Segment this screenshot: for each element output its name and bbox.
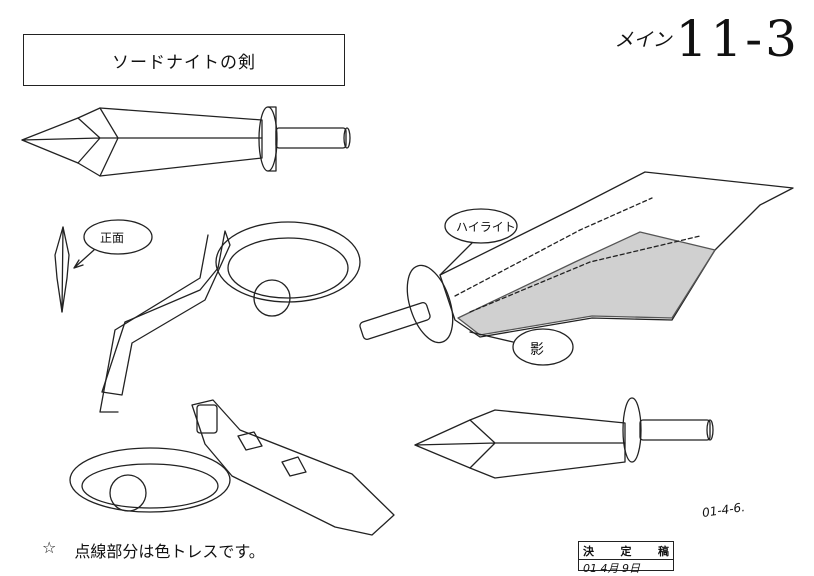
lying-guard-slot xyxy=(196,404,218,434)
sword-lying-view xyxy=(69,399,395,536)
lying-ring-inner xyxy=(81,463,219,509)
front-label-leader xyxy=(73,249,95,269)
stamp-char-2: 定 xyxy=(620,545,632,558)
top-blade-inner xyxy=(99,234,209,413)
blade-34-shadow xyxy=(457,231,716,336)
guard-34 xyxy=(406,264,454,344)
ring-guard xyxy=(215,221,361,303)
front-ridge xyxy=(61,226,64,313)
ring-guard-inner xyxy=(227,237,349,299)
highlight-label: ハイライト xyxy=(456,220,516,234)
ring-pommel xyxy=(253,279,291,317)
grip-top xyxy=(275,127,347,149)
guard-bottom xyxy=(622,397,642,463)
sheet-prefix: メイン xyxy=(614,29,672,51)
blade-34-dashes xyxy=(454,197,701,313)
grip-bottom xyxy=(639,419,711,441)
lying-pommel xyxy=(109,474,147,512)
grip-34 xyxy=(359,302,431,340)
stamp-title: 決 定 稿 xyxy=(579,542,673,560)
shadow-label-leader xyxy=(469,331,514,343)
sheet-title: ソードナイトの剣 xyxy=(112,52,256,73)
sword-top-view-ring xyxy=(99,221,361,413)
blade-top xyxy=(21,107,263,177)
approval-stamp: 決 定 稿 01 4月 9日 xyxy=(578,541,674,575)
sheet-number: 11-3 xyxy=(675,10,800,68)
highlight-label-leader xyxy=(439,242,473,276)
star-mark: ☆ xyxy=(42,538,57,557)
stamp-char-3: 稿 xyxy=(658,545,669,558)
sheet-code: メイン 11-3 xyxy=(615,14,800,64)
sword-front-view xyxy=(54,226,70,313)
shadow-label: 影 xyxy=(530,342,544,358)
stamp-date: 01 4月 9日 xyxy=(583,562,640,575)
blade-ridge-top xyxy=(21,107,263,177)
lying-panel-2 xyxy=(281,456,307,477)
shadow-label-bubble xyxy=(512,328,574,366)
title-box: ソードナイトの剣 xyxy=(23,34,345,86)
sword-side-view-bottom xyxy=(414,397,714,479)
stamp-char-1: 決 xyxy=(583,545,594,558)
pommel-top xyxy=(343,127,351,149)
sword-three-quarter-view xyxy=(359,171,794,344)
lying-panel-1 xyxy=(237,431,263,451)
front-view-label: 正面 xyxy=(100,231,125,245)
lying-blade xyxy=(191,399,395,536)
lying-ring-outer xyxy=(69,447,231,513)
blade-ridge-bottom xyxy=(414,419,626,469)
top-blade-outline xyxy=(101,230,231,396)
front-label-bubble xyxy=(83,219,153,255)
highlight-label-bubble xyxy=(444,208,518,244)
sword-side-view-top xyxy=(21,106,351,177)
note: ☆ 点線部分は色トレスです。 xyxy=(42,538,265,562)
pommel-bottom xyxy=(706,419,714,441)
note-text: 点線部分は色トレスです。 xyxy=(74,542,265,561)
